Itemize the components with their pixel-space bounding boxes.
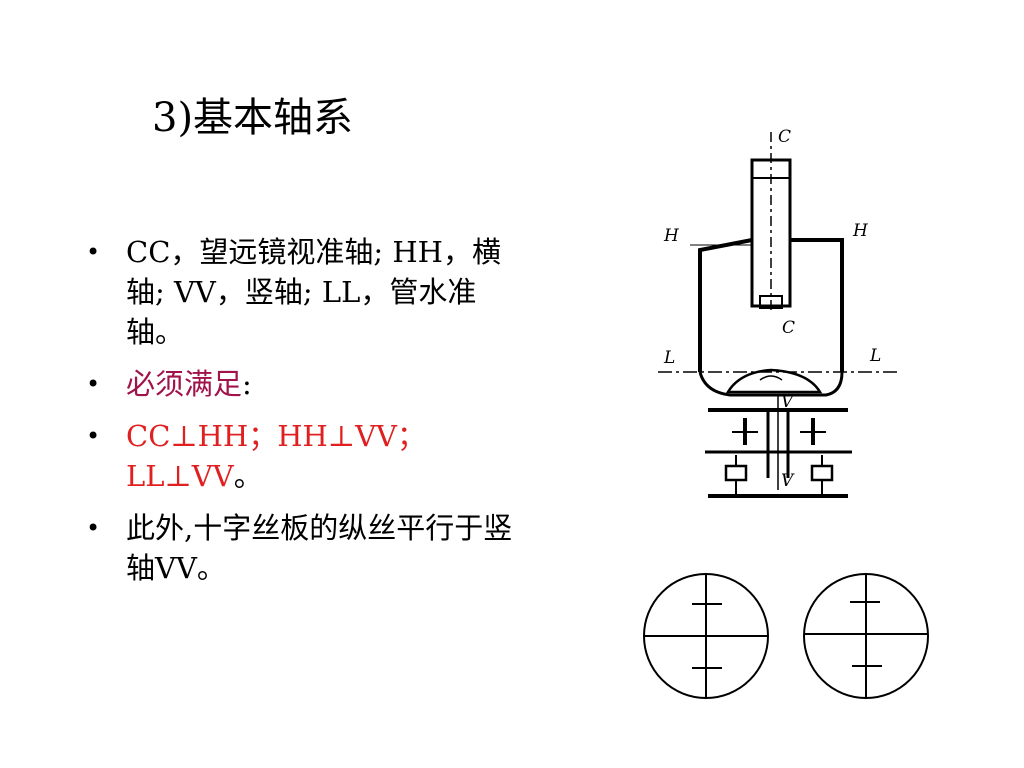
bullet-text-highlight: 必须满足 <box>126 367 243 401</box>
label-l-right: L <box>869 346 881 366</box>
label-h-left: H <box>663 226 680 246</box>
bullet-item-reticle: • 此外,十字丝板的纵丝平行于竖轴VV。 <box>86 508 526 588</box>
label-c-top: C <box>778 128 791 147</box>
label-h-right: H <box>852 221 869 241</box>
label-v-bottom: V <box>781 471 795 491</box>
bullet-item-perpendicular: • CC⊥HH；HH⊥VV；LL⊥VV。 <box>86 416 526 496</box>
bullet-text-tail: 。 <box>233 459 263 493</box>
level-vial <box>698 371 844 397</box>
bullet-dot-icon: • <box>86 514 101 542</box>
bullet-text-tail: : <box>242 367 252 401</box>
theodolite-axis-diagram: C C H H L L V V <box>658 128 900 498</box>
bullet-item-condition: • 必须满足: <box>86 364 526 404</box>
bullet-text: CC，望远镜视准轴; HH，横轴; VV，竖轴; LL，管水准轴。 <box>126 235 501 349</box>
telescope-body <box>750 158 792 308</box>
bullet-list: • CC，望远镜视准轴; HH，横轴; VV，竖轴; LL，管水准轴。 • 必须… <box>86 232 526 600</box>
bullet-text: 此外,十字丝板的纵丝平行于竖轴VV。 <box>126 511 513 585</box>
bullet-text-highlight: CC⊥HH；HH⊥VV；LL⊥VV <box>126 419 426 493</box>
bullet-dot-icon: • <box>86 238 101 266</box>
bullet-dot-icon: • <box>86 422 101 450</box>
reticle-left <box>643 573 769 699</box>
label-l-left: L <box>663 348 675 368</box>
bullet-item-axes: • CC，望远镜视准轴; HH，横轴; VV，竖轴; LL，管水准轴。 <box>86 232 526 352</box>
standard-frame <box>698 238 753 372</box>
reticle-diagrams <box>643 573 929 699</box>
reticle-right <box>803 573 929 699</box>
slide-title: 3)基本轴系 <box>152 95 354 141</box>
label-v-top: V <box>781 392 795 412</box>
label-c-bottom: C <box>782 318 795 338</box>
bullet-dot-icon: • <box>86 370 101 398</box>
